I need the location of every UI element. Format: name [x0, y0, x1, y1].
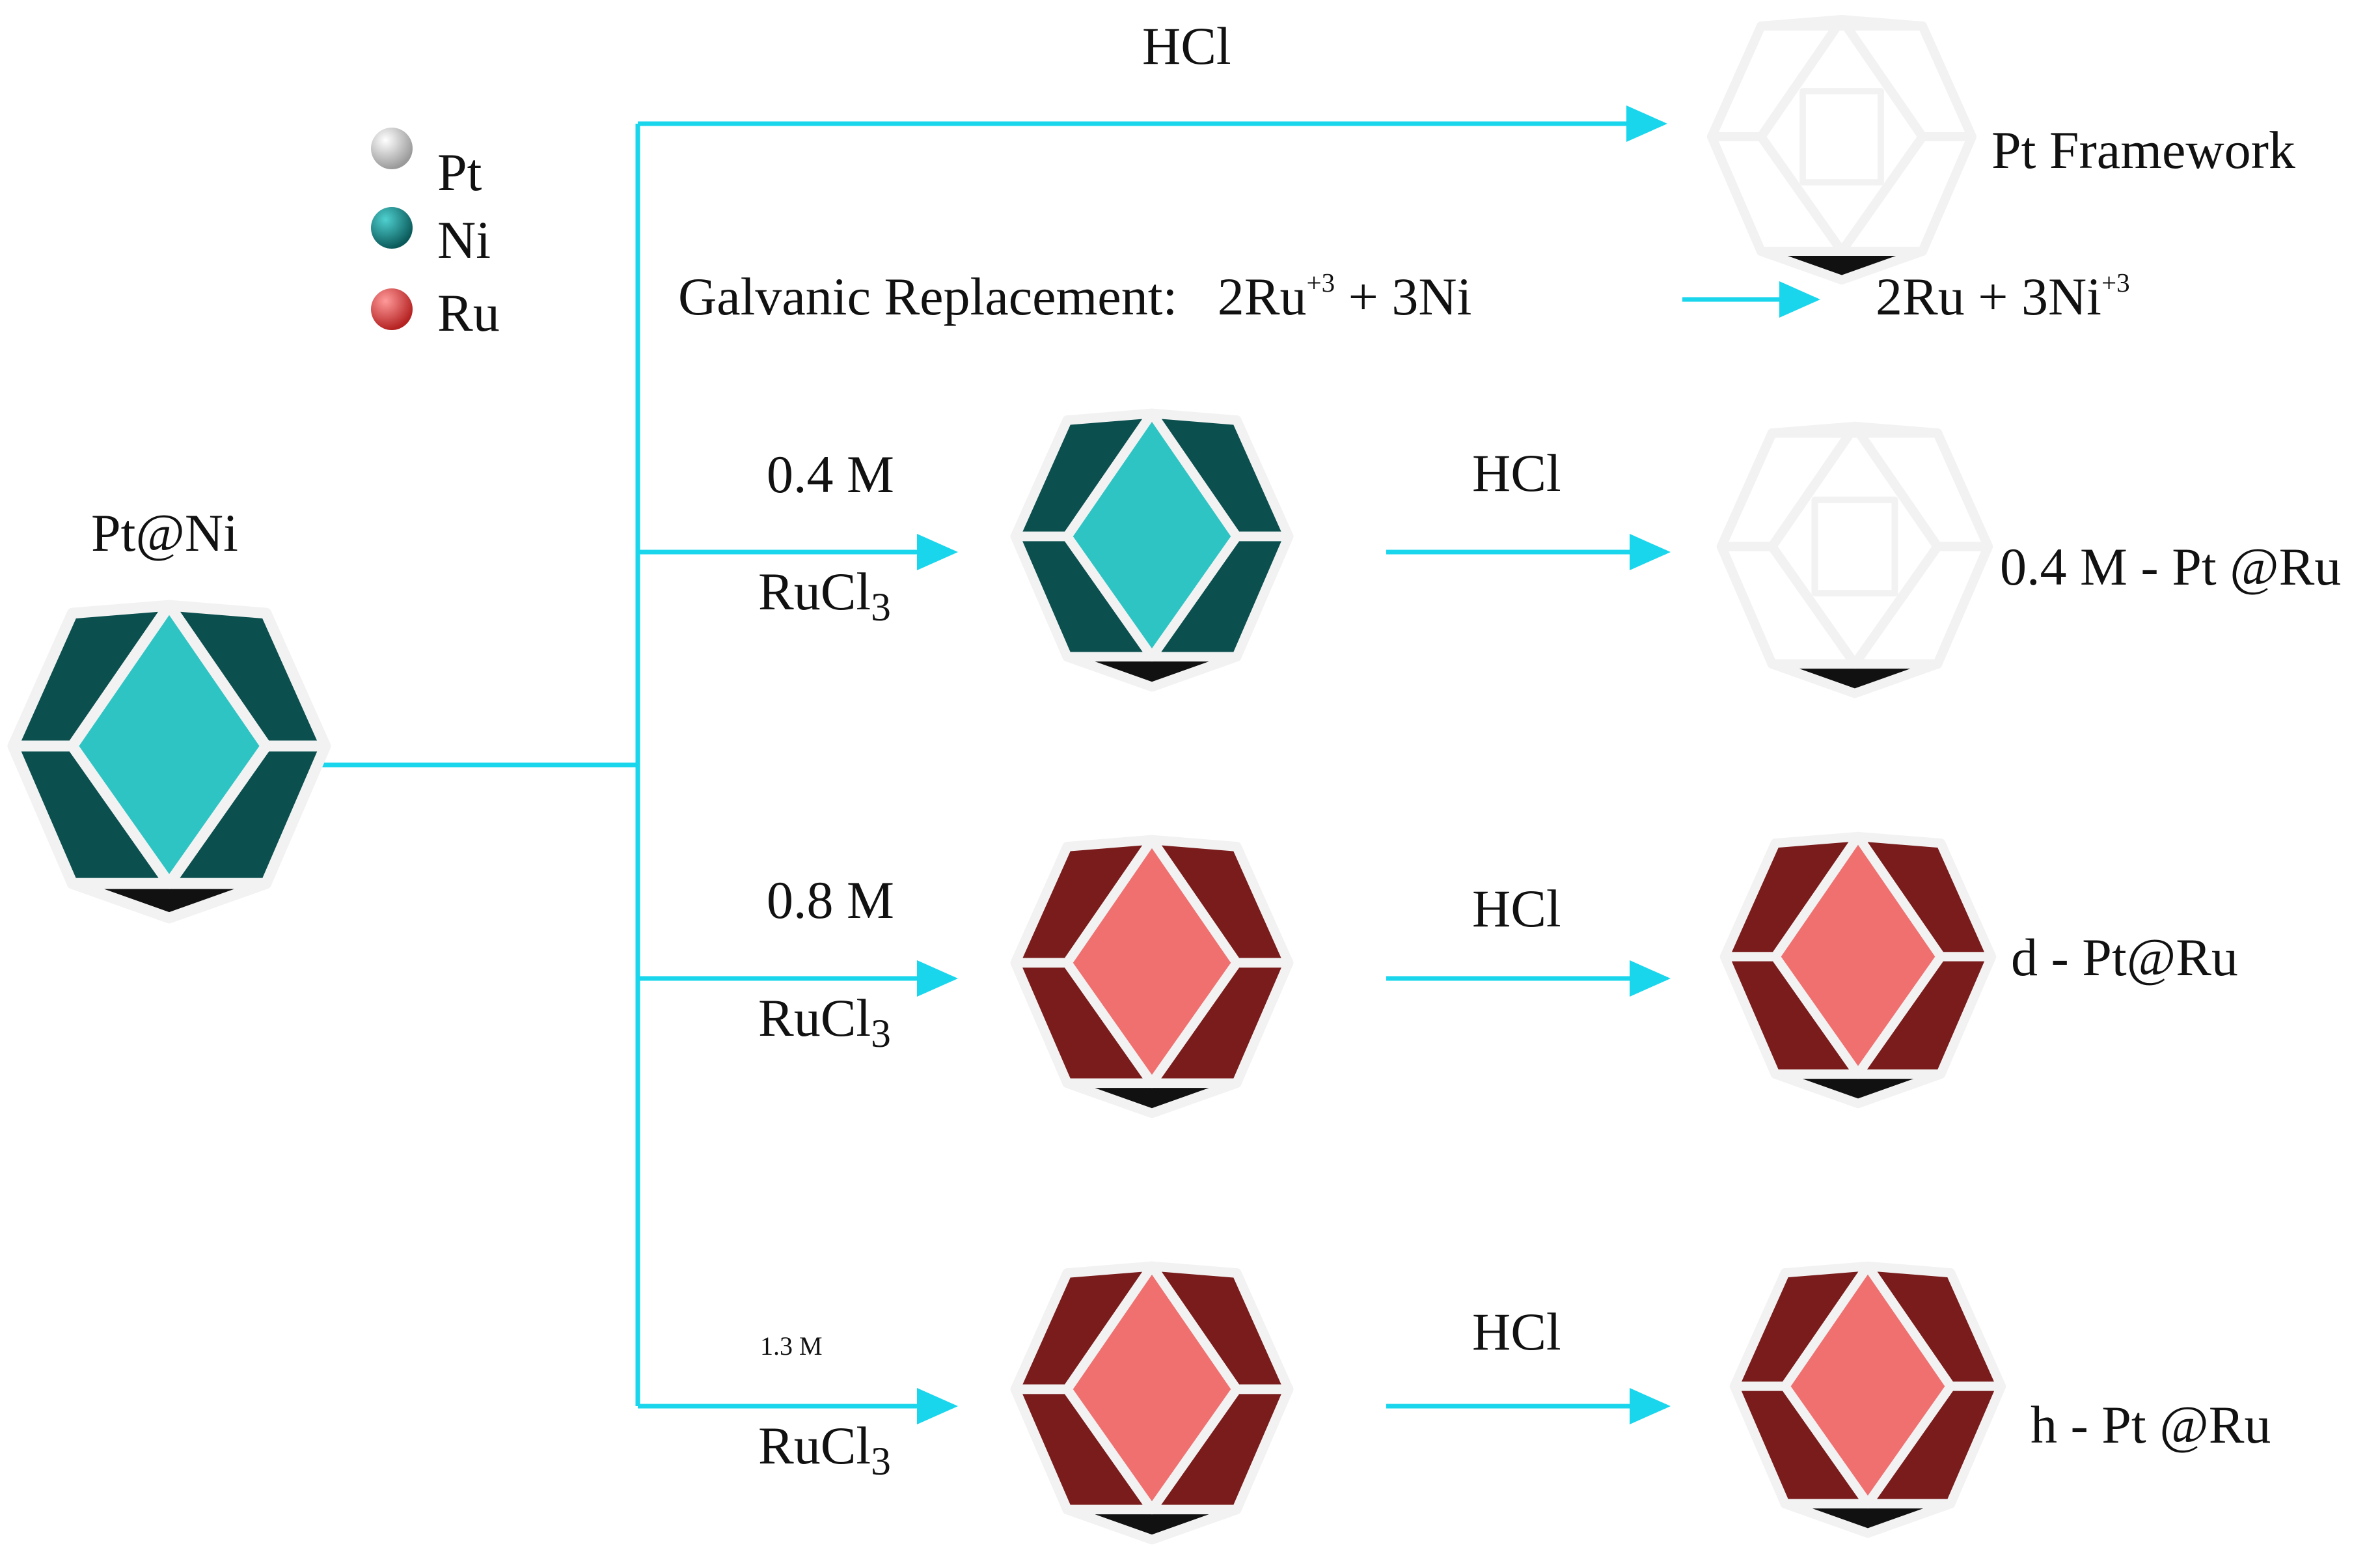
branch-3-salt-sub: 3	[871, 1439, 891, 1484]
legend-label-ru: Ru	[437, 283, 500, 342]
branch-1-salt-sub: 3	[871, 585, 891, 630]
pt-sphere-icon	[371, 128, 413, 169]
equation-product-charge: +3	[2101, 268, 2130, 298]
branch-1-product: 0.4 M - Pt @Ru	[2000, 537, 2342, 596]
branch-1-salt: RuCl3	[758, 562, 891, 628]
top-reagent-label: HCl	[1142, 16, 1231, 76]
branch-2-acid: HCl	[1472, 879, 1561, 938]
particle-1-3m-hcl	[1729, 1261, 2006, 1538]
pt-at-ni-particle	[7, 600, 331, 924]
equation-right: 2Ru + 3Ni+3	[1876, 270, 2130, 324]
pt-framework-particle	[1707, 15, 1976, 284]
equation-product: 2Ru + 3Ni	[1876, 267, 2101, 326]
particle-0-8m	[1010, 835, 1294, 1118]
branch-3-product: h - Pt @Ru	[2031, 1395, 2271, 1454]
branch-3-salt-text: RuCl	[758, 1416, 871, 1475]
legend-label-pt: Pt	[437, 143, 482, 202]
particle-0-4m-hcl	[1716, 421, 1993, 699]
branch-1-acid: HCl	[1472, 443, 1561, 503]
branch-2-conc: 0.8 M	[767, 870, 894, 930]
legend-label-ni: Ni	[437, 210, 491, 270]
equation-reactant-tail: + 3Ni	[1335, 267, 1472, 326]
equation-prefix: Galvanic Replacement:	[678, 267, 1178, 326]
equation-left: Galvanic Replacement: 2Ru+3 + 3Ni	[678, 270, 1471, 324]
particle-0-8m-hcl	[1719, 831, 1997, 1109]
particle-0-4m	[1010, 408, 1294, 692]
branch-2-product: d - Pt@Ru	[2011, 928, 2238, 987]
particle-1-3m	[1010, 1261, 1294, 1545]
branch-2-salt: RuCl3	[758, 988, 891, 1054]
branch-3-conc: 1.3 M	[760, 1331, 823, 1361]
branch-3-acid: HCl	[1472, 1302, 1561, 1361]
ni-sphere-icon	[371, 207, 413, 249]
branch-2-salt-sub: 3	[871, 1012, 891, 1057]
equation-reactant: 2Ru	[1217, 267, 1307, 326]
ru-sphere-icon	[371, 288, 413, 330]
branch-3-salt: RuCl3	[758, 1416, 891, 1482]
branch-1-salt-text: RuCl	[758, 562, 871, 621]
start-label: Pt@Ni	[91, 503, 238, 562]
branch-1-conc: 0.4 M	[767, 445, 894, 504]
top-product-label: Pt Framework	[1991, 120, 2295, 180]
equation-reactant-charge: +3	[1306, 268, 1335, 298]
branch-2-salt-text: RuCl	[758, 988, 871, 1047]
